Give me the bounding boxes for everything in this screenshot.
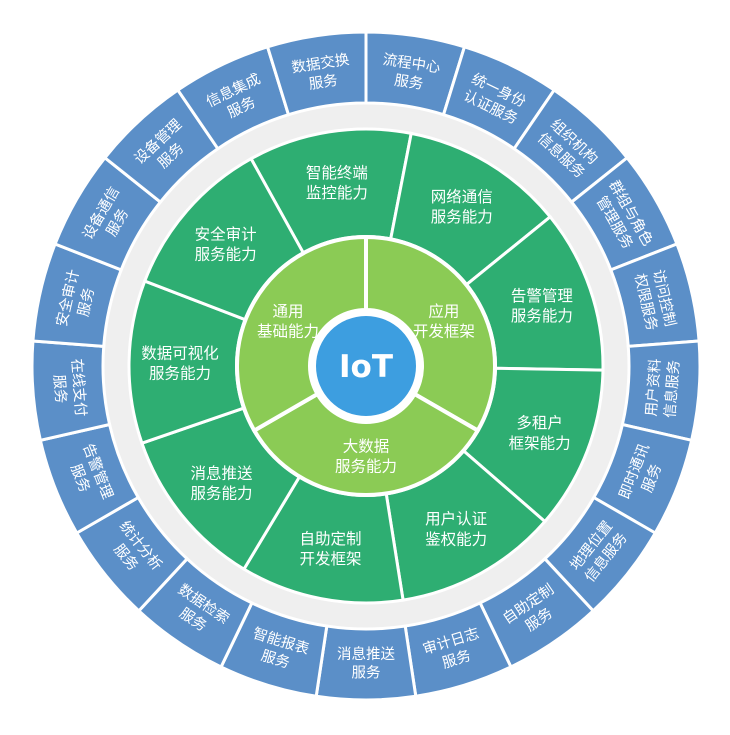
outer-segment-label: 消息推送服务: [337, 646, 395, 682]
outer-segment[interactable]: 设备管理服务: [102, 87, 220, 205]
outer-segment[interactable]: 信息集成服务: [175, 44, 291, 151]
middle-segment[interactable]: 智能终端监控能力: [249, 127, 413, 257]
outer-segment-shape: [265, 30, 368, 117]
middle-segment[interactable]: 自助定制开发框架: [241, 473, 405, 605]
inner-segment-line: 基础能力: [257, 323, 319, 341]
middle-segment[interactable]: 安全审计服务能力: [142, 156, 306, 323]
middle-segment-line: 告警管理: [511, 287, 573, 305]
outer-segment[interactable]: 数据检索服务: [136, 556, 254, 669]
middle-segment[interactable]: 用户认证鉴权能力: [384, 447, 547, 602]
inner-segment[interactable]: 应用开发框架: [364, 234, 497, 434]
outer-segment-line: 用户资料: [643, 358, 664, 417]
outer-segment[interactable]: 自助定制服务: [478, 556, 596, 669]
outer-segment[interactable]: 在线支付服务: [30, 339, 112, 443]
inner-segment-line: 服务能力: [335, 458, 397, 476]
outer-segment-line: 服务: [50, 374, 69, 404]
middle-segment-line: 框架能力: [509, 434, 571, 452]
middle-segment-label: 多租户框架能力: [509, 414, 571, 452]
center-label: IoT: [339, 349, 393, 385]
outer-segment-line: 信息服务: [662, 359, 683, 418]
inner-segment-line: 应用: [428, 302, 459, 321]
middle-segment-line: 安全审计: [195, 225, 257, 243]
middle-segment-line: 智能终端: [306, 164, 368, 182]
middle-segment-line: 监控能力: [306, 184, 368, 202]
middle-segment-label: 数据可视化服务能力: [141, 344, 219, 382]
outer-segment[interactable]: 群组与角色管理服务: [569, 155, 679, 272]
outer-segment[interactable]: 智能报表服务: [219, 600, 329, 698]
middle-segment-line: 服务能力: [431, 208, 493, 226]
middle-segment-label: 智能终端监控能力: [306, 164, 368, 202]
middle-segment-label: 网络通信服务能力: [431, 188, 493, 226]
outer-segment-label: 用户资料信息服务: [643, 358, 683, 419]
outer-segment[interactable]: 流程中心服务: [364, 30, 467, 117]
inner-segment-line: 开发框架: [413, 323, 475, 341]
inner-segment-line: 通用: [273, 303, 304, 321]
outer-segment-line: 在线支付: [68, 358, 89, 417]
outer-segment-label: 在线支付服务: [49, 358, 89, 419]
inner-segment-label: 应用开发框架: [413, 302, 475, 341]
outer-segment-line: 服务: [352, 665, 381, 682]
middle-segment-line: 自助定制: [300, 530, 362, 548]
middle-segment[interactable]: 消息推送服务能力: [140, 405, 303, 572]
outer-segment[interactable]: 组织机构信息服务: [512, 87, 630, 205]
middle-segment-label: 告警管理服务能力: [511, 287, 573, 325]
outer-segment[interactable]: 设备通信服务: [53, 155, 163, 272]
outer-segment[interactable]: 消息推送服务: [314, 624, 418, 702]
middle-segment-line: 服务能力: [511, 307, 573, 325]
middle-segment-line: 用户认证: [425, 510, 487, 528]
middle-segment-line: 开发框架: [300, 550, 362, 568]
middle-segment-line: 服务能力: [149, 364, 211, 382]
inner-segment-line: 大数据: [343, 438, 390, 456]
outer-segment-line: 服务: [75, 286, 98, 318]
outer-segment[interactable]: 数据交换服务: [265, 30, 368, 117]
outer-segment[interactable]: 用户资料信息服务: [620, 339, 702, 443]
outer-segment[interactable]: 统一身份认证服务: [441, 44, 557, 151]
outer-segment-line: 消息推送: [337, 646, 395, 663]
outer-segment-line: 服务: [308, 72, 339, 93]
middle-segment-line: 数据可视化: [141, 344, 219, 362]
middle-segment-line: 鉴权能力: [425, 530, 487, 548]
center-circle: [316, 316, 416, 416]
middle-segment-line: 多租户: [516, 414, 563, 432]
outer-segment-line: 服务: [393, 72, 424, 93]
middle-segment-line: 服务能力: [190, 485, 252, 503]
outer-segment-shape: [314, 624, 418, 702]
middle-segment-line: 服务能力: [195, 246, 257, 264]
middle-segment-label: 自助定制开发框架: [300, 530, 362, 568]
middle-segment-label: 消息推送服务能力: [190, 465, 253, 503]
outer-segment[interactable]: 访问控制权限服务: [608, 242, 701, 348]
inner-segment-label: 通用基础能力: [257, 303, 319, 341]
outer-segment[interactable]: 地理位置信息服务: [542, 495, 658, 613]
middle-segment-label: 用户认证鉴权能力: [425, 510, 487, 548]
middle-segment-line: 网络通信: [431, 188, 493, 206]
inner-segment-label: 大数据服务能力: [335, 438, 397, 476]
middle-segment-line: 消息推送: [190, 465, 253, 483]
inner-segment[interactable]: 大数据服务能力: [251, 391, 481, 497]
outer-segment[interactable]: 安全审计服务: [31, 242, 124, 348]
outer-segment[interactable]: 审计日志服务: [403, 600, 513, 698]
middle-segment-label: 安全审计服务能力: [195, 225, 257, 263]
